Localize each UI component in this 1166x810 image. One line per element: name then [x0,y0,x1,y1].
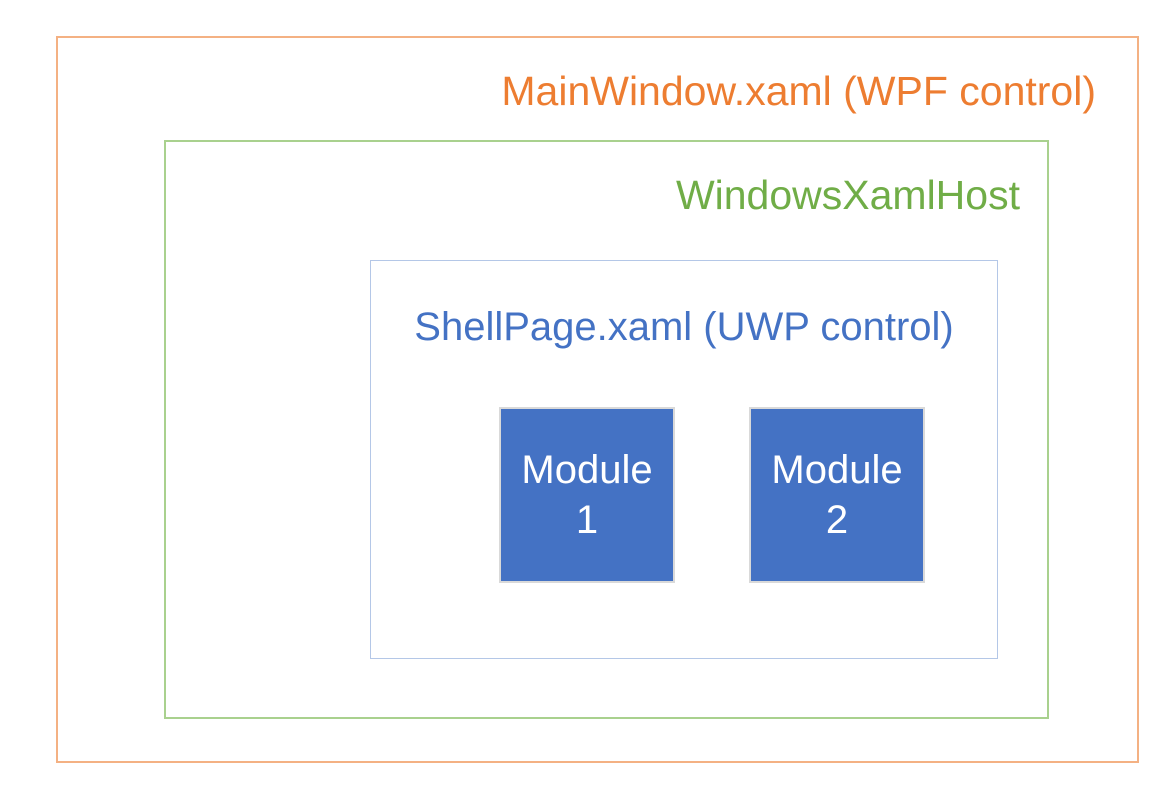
module-2-box: Module 2 [749,407,925,583]
module-2-label-line1: Module [771,448,903,492]
module-1-label-line1: Module [521,448,653,492]
shellpage-uwp-label: ShellPage.xaml (UWP control) [414,305,954,349]
module-1-box: Module 1 [499,407,675,583]
mainwindow-wpf-label: MainWindow.xaml (WPF control) [501,68,1096,114]
windowsxamlhost-label: WindowsXamlHost [675,172,1020,218]
module-1-label-line2: 1 [575,498,599,542]
mainwindow-wpf-box [56,36,1139,763]
shellpage-uwp-box [370,260,998,659]
windowsxamlhost-box [164,140,1049,719]
module-2-label-line2: 2 [825,498,849,542]
